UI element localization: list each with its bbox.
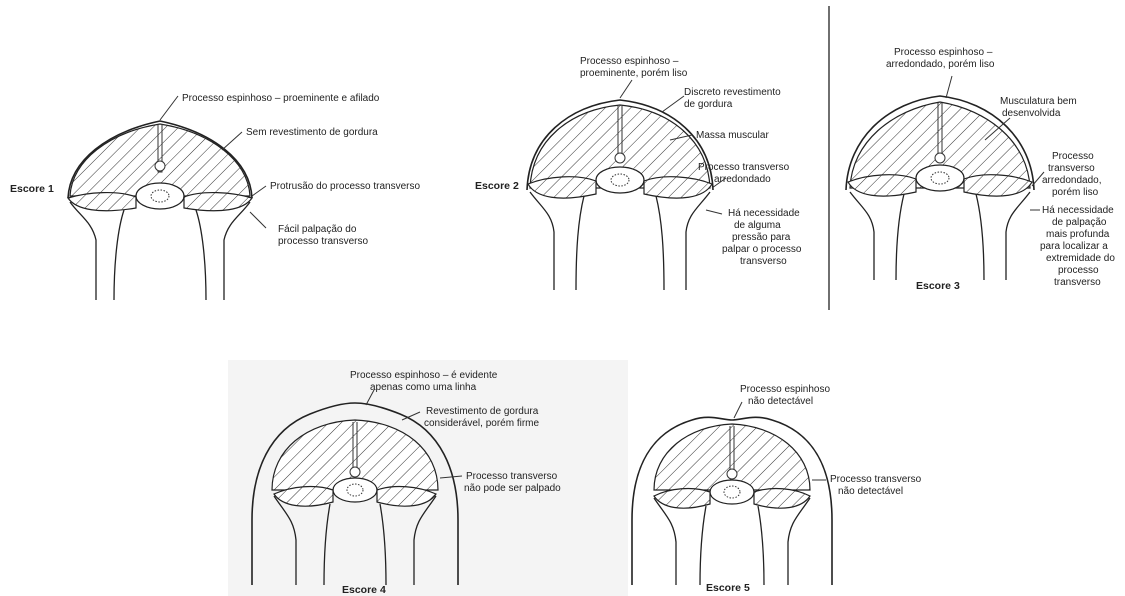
cross-section-2: [527, 100, 713, 290]
label-palpation-1: Fácil palpação do: [278, 224, 357, 235]
leader-line: [620, 80, 632, 98]
label-transverse-1: Processo: [1052, 151, 1094, 162]
label-transverse-2: arredondado: [714, 174, 771, 185]
label-fat-2: considerável, porém firme: [424, 418, 539, 429]
label-transverse-2: transverso: [1048, 163, 1095, 174]
label-palpation-2: de palpação: [1052, 217, 1107, 228]
label-palpation-7: transverso: [1054, 277, 1101, 288]
leader-line: [160, 96, 178, 120]
leader-line: [706, 210, 722, 214]
label-palpation-3: mais profunda: [1046, 229, 1110, 240]
label-transverse-2: não detectável: [838, 486, 903, 497]
label-palpation-5: extremidade do: [1046, 253, 1115, 264]
label-transverse-1: Processo transverso: [466, 471, 558, 482]
leader-line: [250, 212, 266, 228]
label-palpation-2: de alguma: [734, 220, 781, 231]
label-fat: Sem revestimento de gordura: [246, 127, 378, 138]
label-palpation-4: para localizar a: [1040, 241, 1108, 252]
label-palpation-1: Há necessidade: [1042, 205, 1114, 216]
label-spinous-1: Processo espinhoso –: [894, 47, 993, 58]
label-transverse: Protrusão do processo transverso: [270, 181, 421, 192]
panel-score-1: Escore 1 Processo espinhoso – proeminent…: [10, 93, 421, 300]
label-spinous-1: Processo espinhoso: [740, 384, 830, 395]
label-spinous-1: Processo espinhoso – é evidente: [350, 370, 498, 381]
label-transverse-4: porém liso: [1052, 187, 1099, 198]
label-fat-1: Discreto revestimento: [684, 87, 781, 98]
leader-line: [222, 132, 242, 150]
label-transverse-3: arredondado,: [1042, 175, 1102, 186]
label-muscle: Massa muscular: [696, 130, 769, 141]
cross-section-3: [846, 96, 1034, 280]
score-label: Escore 2: [475, 180, 519, 192]
label-spinous-2: não detectável: [748, 396, 813, 407]
label-transverse-1: Processo transverso: [698, 162, 790, 173]
leader-line: [662, 96, 684, 112]
label-spinous-2: apenas como uma linha: [370, 382, 477, 393]
label-transverse-1: Processo transverso: [830, 474, 922, 485]
score-label: Escore 1: [10, 183, 54, 195]
label-palpation-3: pressão para: [732, 232, 791, 243]
label-muscle-2: desenvolvida: [1002, 108, 1061, 119]
label-palpation-4: palpar o processo: [722, 244, 802, 255]
panel-score-3: Escore 3 Processo espinhoso – arredondad…: [846, 47, 1115, 292]
label-spinous-2: proeminente, porém liso: [580, 68, 688, 79]
label-palpation-1: Há necessidade: [728, 208, 800, 219]
leader-line: [734, 402, 742, 418]
score-label: Escore 5: [706, 582, 750, 594]
label-palpation-6: processo: [1058, 265, 1099, 276]
leader-line: [252, 186, 266, 196]
label-palpation-2: processo transverso: [278, 236, 368, 247]
label-spinous-2: arredondado, porém liso: [886, 59, 995, 70]
panel-score-2: Escore 2 Processo espinhoso – proeminent…: [475, 56, 802, 290]
leader-line: [946, 76, 952, 98]
label-transverse-2: não pode ser palpado: [464, 483, 561, 494]
label-fat-2: de gordura: [684, 99, 733, 110]
label-spinous: Processo espinhoso – proeminente e afila…: [182, 93, 380, 104]
label-palpation-5: transverso: [740, 256, 787, 267]
label-muscle-1: Musculatura bem: [1000, 96, 1077, 107]
score-label: Escore 3: [916, 280, 960, 292]
panel-score-5: Escore 5 Processo espinhoso não detectáv…: [632, 384, 922, 594]
label-fat-1: Revestimento de gordura: [426, 406, 539, 417]
score-label: Escore 4: [342, 584, 386, 596]
cross-section-5: [632, 417, 832, 585]
label-spinous-1: Processo espinhoso –: [580, 56, 679, 67]
